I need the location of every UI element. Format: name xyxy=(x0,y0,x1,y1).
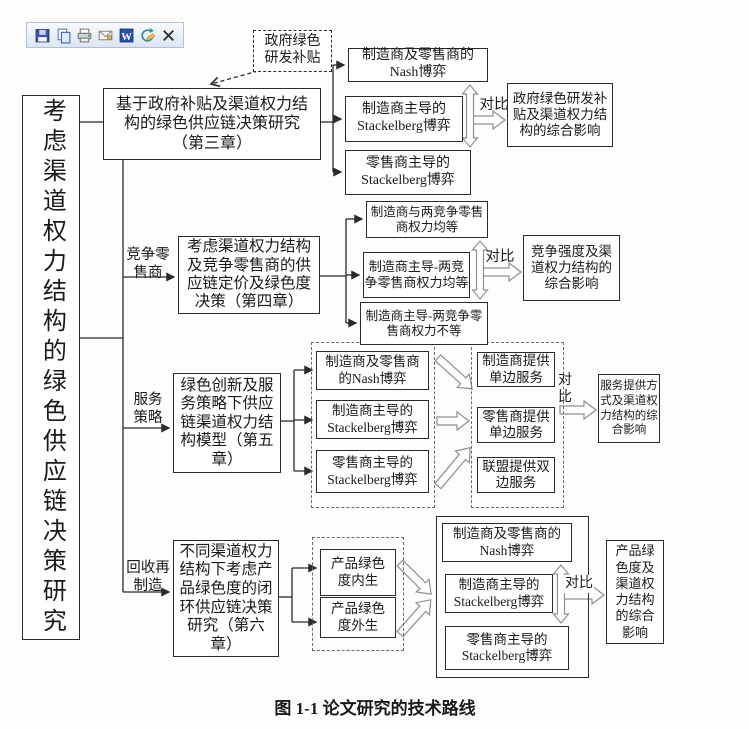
b1-result-box: 政府绿色研发补 贴及渠道权力结 构的综合影响 xyxy=(507,83,613,147)
chapter3-box: 基于政府补贴及渠道权力结 构的绿色供应链决策研究 （第三章） xyxy=(103,88,321,160)
b2-compare-label: 对比 xyxy=(485,248,515,265)
word-icon[interactable]: W xyxy=(117,26,135,44)
close-icon[interactable] xyxy=(159,26,177,44)
root-title-box: 考虑渠道权力结构的绿色供应链决策研究 xyxy=(22,95,80,640)
branch3-services-group xyxy=(471,342,564,508)
mail-icon[interactable] xyxy=(96,26,114,44)
b3-retailer-stackelberg-box: 零售商主导的 Stackelberg博弈 xyxy=(316,450,429,493)
b2-mfr-lead-unequal-box: 制造商主导-两竞争零 售商权力不等 xyxy=(360,302,488,345)
b1-mfr-stackelberg-box: 制造商主导的 Stackelberg博弈 xyxy=(345,96,463,142)
branch4-models-group xyxy=(312,537,404,651)
b2-mfr-lead-equal-box: 制造商主导-两竞 争零售商权力均等 xyxy=(363,252,470,298)
b3-retailer-service-box: 零售商提供 单边服务 xyxy=(477,407,555,443)
b4-endogenous-box: 产品绿色 度内生 xyxy=(320,549,396,596)
b4-result-box: 产品绿 色度及 渠道权 力结构 的综合 影响 xyxy=(606,540,664,644)
b3-mfr-service-box: 制造商提供 单边服务 xyxy=(477,352,555,387)
b2-equal-power-box: 制造商与两竞争零售 商权力均等 xyxy=(366,201,488,238)
b3-mfr-stackelberg-box: 制造商主导的 Stackelberg博弈 xyxy=(316,400,429,439)
b1-retailer-stackelberg-box: 零售商主导的 Stackelberg博弈 xyxy=(345,150,471,195)
root-title-text: 考虑渠道权力结构的绿色供应链决策研究 xyxy=(38,97,65,638)
chapter6-box: 不同渠道权力 结构下考虑产 品绿色度的闭 环供应链决策 研究（第六 章） xyxy=(173,540,279,657)
print-icon[interactable] xyxy=(75,26,93,44)
save-icon[interactable] xyxy=(33,26,51,44)
subsidy-box: 政府绿色 研发补贴 xyxy=(253,30,332,72)
b3-alliance-service-box: 联盟提供双 边服务 xyxy=(477,457,555,493)
figure-caption: 图 1-1 论文研究的技术路线 xyxy=(274,699,476,718)
chapter5-box: 绿色创新及服 务策略下供应 链渠道权力结 构模型（第五 章） xyxy=(173,373,281,473)
b1-compare-label: 对比 xyxy=(479,96,509,113)
branch4-label: 回收再 制造 xyxy=(126,559,170,594)
branch2-label: 竞争零 售商 xyxy=(126,246,170,281)
b4-nash-box: 制造商及零售商的 Nash博弈 xyxy=(442,523,572,562)
b4-exogenous-box: 产品绿色 度外生 xyxy=(320,597,396,638)
viewer-toolbar: W xyxy=(26,22,184,48)
b4-compare-label: 对比 xyxy=(564,575,594,593)
convert-icon[interactable] xyxy=(138,26,156,44)
b2-result-box: 竞争强度及渠 道权力结构的 综合影响 xyxy=(523,235,620,301)
chapter4-box: 考虑渠道权力结构 及竞争零售商的供 应链定价及绿色度 决策（第四章） xyxy=(178,236,320,314)
svg-text:W: W xyxy=(121,31,132,42)
copy-icon[interactable] xyxy=(54,26,72,44)
b3-compare-label: 对 比 xyxy=(558,372,572,406)
b4-retailer-stackelberg-box: 零售商主导的 Stackelberg博弈 xyxy=(445,626,569,670)
branch3-label: 服务 策略 xyxy=(133,391,163,426)
b3-nash-box: 制造商及零售商 的Nash博弈 xyxy=(316,351,429,390)
b4-mfr-stackelberg-box: 制造商主导的 Stackelberg博弈 xyxy=(445,574,553,613)
b1-nash-box: 制造商及零售商的 Nash博弈 xyxy=(348,48,488,82)
branch4-games-group xyxy=(436,516,589,678)
b3-result-box: 服务提供方 式及渠道权 力结构的综 合影响 xyxy=(598,374,660,443)
